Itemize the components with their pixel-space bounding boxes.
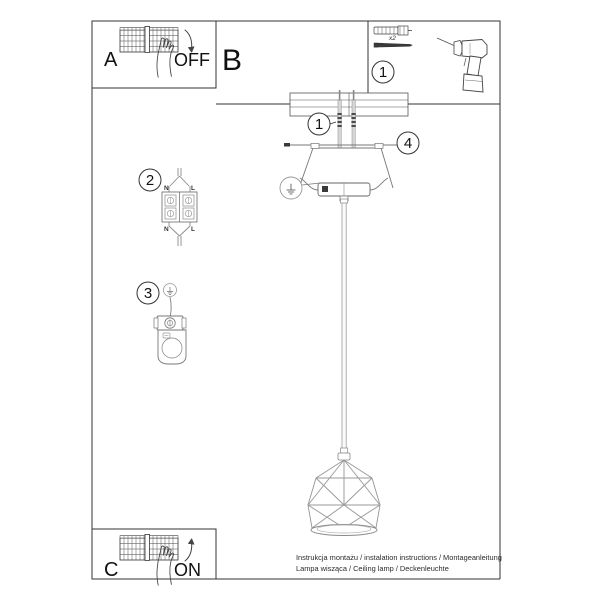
callout-3[interactable]: 3 bbox=[136, 281, 160, 305]
detail-terminal-block: 2 bbox=[138, 168, 198, 246]
earth-screw-bracket bbox=[153, 315, 187, 331]
callout-parts-1: 1 bbox=[371, 60, 395, 84]
panel-c bbox=[91, 528, 217, 586]
ceiling-plate bbox=[289, 92, 409, 117]
suspension-cable bbox=[340, 198, 349, 454]
terminal-label-bottom-l: L bbox=[191, 226, 195, 233]
callout-3-number: 3 bbox=[144, 285, 152, 302]
screw-icon bbox=[373, 42, 413, 48]
terminal-label-bottom-n: N bbox=[164, 226, 169, 233]
shade-mounting-frame bbox=[286, 143, 408, 189]
panel-c-action-label: ON bbox=[174, 560, 201, 580]
footer-line-2: Lampa wisząca / Ceiling lamp / Deckenleu… bbox=[296, 564, 449, 573]
panel-a-action-label: OFF bbox=[174, 50, 210, 70]
earth-mount-plate bbox=[157, 329, 187, 365]
terminal-block-body bbox=[161, 191, 198, 223]
power-drill-icon bbox=[436, 37, 488, 93]
terminal-label-top-l: L bbox=[191, 185, 195, 192]
pendant-lamp-shade bbox=[307, 452, 381, 536]
callout-2[interactable]: 2 bbox=[138, 168, 162, 192]
callout-4[interactable]: 4 bbox=[396, 131, 420, 155]
panel-a bbox=[91, 20, 217, 89]
panel-parts: x2 1 bbox=[367, 20, 501, 105]
lamp-holder-body bbox=[299, 177, 389, 202]
callout-4-number: 4 bbox=[404, 135, 412, 152]
earth-ground-indicator bbox=[279, 176, 321, 200]
wall-plug-icon bbox=[373, 25, 412, 36]
shade-clip-left bbox=[284, 143, 290, 147]
ceiling-mount-assembly: 1 4 bbox=[279, 90, 420, 202]
earth-ground-icon-detail bbox=[163, 283, 177, 297]
panel-c-letter: C bbox=[104, 559, 118, 581]
callout-1[interactable]: 1 bbox=[307, 112, 337, 136]
panel-a-letter: A bbox=[104, 49, 118, 71]
quantity-label: x2 bbox=[388, 35, 396, 42]
footer-line-1: Instrukcja montażu / instalation instruc… bbox=[296, 553, 502, 562]
terminal-label-top-n: N bbox=[164, 185, 169, 192]
callout-number: 1 bbox=[379, 64, 387, 81]
detail-earth-terminal: 3 bbox=[136, 281, 187, 365]
callout-1-number: 1 bbox=[315, 116, 323, 133]
panel-b-letter: B bbox=[222, 44, 242, 77]
callout-2-number: 2 bbox=[146, 172, 154, 189]
